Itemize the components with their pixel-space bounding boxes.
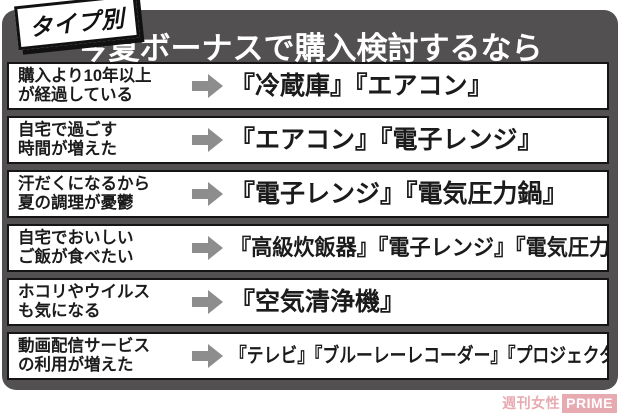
condition-line: 購入より10年以上 bbox=[18, 66, 152, 85]
condition-line: 汗だくになるから bbox=[18, 174, 150, 193]
type-badge-label: タイプ別 bbox=[28, 5, 127, 41]
condition-text: 汗だくになるから 夏の調理が憂鬱 bbox=[18, 175, 190, 214]
condition-text: ホコリやウイルス も気になる bbox=[18, 283, 190, 322]
condition-text: 購入より10年以上 が経過している bbox=[18, 67, 190, 106]
table-row: 動画配信サービス の利用が増えた 『テレビ』『ブルーレーレコーダー』『プロジェク… bbox=[7, 332, 609, 380]
condition-line: も気になる bbox=[18, 302, 101, 320]
condition-text: 動画配信サービス の利用が増えた bbox=[18, 337, 190, 376]
recommended-items: 『エアコン』『電子レンジ』 bbox=[230, 125, 543, 154]
condition-line: 自宅でおいしい bbox=[18, 228, 134, 247]
watermark: 週刊女性 PRIME bbox=[502, 393, 617, 413]
table-row: 自宅で過ごす 時間が増えた 『エアコン』『電子レンジ』 bbox=[7, 116, 609, 164]
right-arrow-icon bbox=[192, 290, 224, 314]
right-arrow-icon bbox=[192, 182, 224, 206]
condition-line: ホコリやウイルス bbox=[18, 282, 150, 301]
table-row: 自宅でおいしい ご飯が食べたい 『高級炊飯器』『電子レンジ』『電気圧力鍋』 bbox=[7, 224, 609, 272]
condition-line: ご飯が食べたい bbox=[18, 248, 134, 266]
condition-line: 時間が増えた bbox=[18, 140, 117, 158]
recommended-items: 『空気清浄機』 bbox=[230, 287, 406, 316]
right-arrow-icon bbox=[192, 344, 224, 368]
condition-line: 動画配信サービス bbox=[18, 336, 150, 355]
right-arrow-icon bbox=[192, 74, 224, 98]
table-row: 購入より10年以上 が経過している 『冷蔵庫』『エアコン』 bbox=[7, 62, 609, 110]
page-title: 今夏ボーナスで購入検討するなら bbox=[77, 31, 543, 66]
condition-line: 自宅で過ごす bbox=[18, 120, 118, 139]
right-arrow-icon bbox=[192, 128, 224, 152]
condition-line: が経過している bbox=[18, 86, 134, 104]
recommended-items: 『電子レンジ』『電気圧力鍋』 bbox=[230, 179, 568, 208]
condition-text: 自宅で過ごす 時間が増えた bbox=[18, 121, 190, 160]
condition-text: 自宅でおいしい ご飯が食べたい bbox=[18, 229, 190, 268]
condition-line: の利用が増えた bbox=[18, 356, 134, 374]
recommended-items: 『テレビ』『ブルーレーレコーダー』『プロジェクター』 bbox=[230, 345, 609, 367]
table-row: ホコリやウイルス も気になる 『空気清浄機』 bbox=[7, 278, 609, 326]
recommended-items: 『冷蔵庫』『エアコン』 bbox=[230, 71, 493, 100]
table-frame: 今夏ボーナスで購入検討するなら 購入より10年以上 が経過している 『冷蔵庫』『… bbox=[2, 10, 618, 390]
watermark-magazine-name: 週刊女性 bbox=[502, 395, 561, 411]
condition-line: 夏の調理が憂鬱 bbox=[18, 194, 134, 212]
table-row: 汗だくになるから 夏の調理が憂鬱 『電子レンジ』『電気圧力鍋』 bbox=[7, 170, 609, 218]
watermark-brand: PRIME bbox=[562, 393, 617, 413]
recommended-items: 『高級炊飯器』『電子レンジ』『電気圧力鍋』 bbox=[230, 235, 609, 260]
right-arrow-icon bbox=[192, 236, 224, 260]
rows-container: 購入より10年以上 が経過している 『冷蔵庫』『エアコン』 自宅で過ごす 時間が… bbox=[2, 62, 618, 380]
